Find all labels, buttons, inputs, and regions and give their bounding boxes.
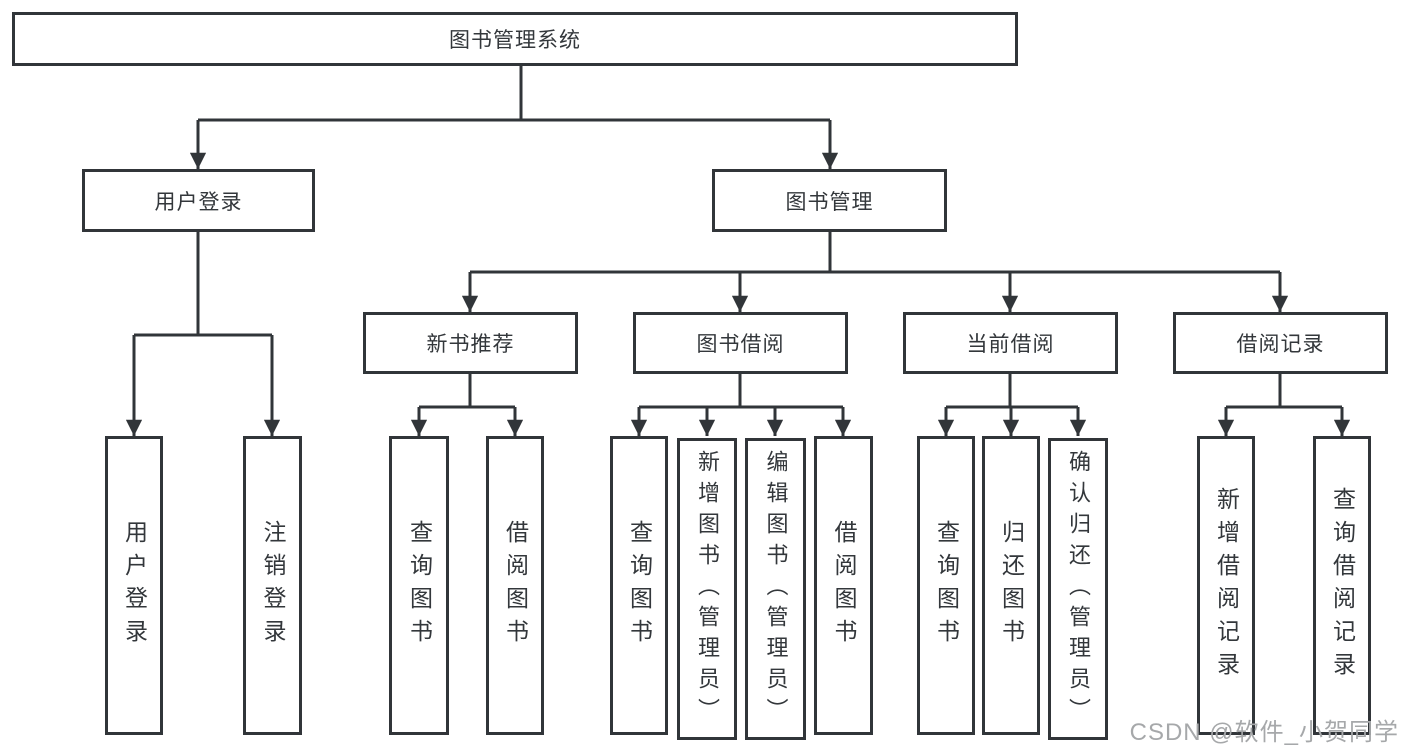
node-label: 查询图书 (933, 519, 960, 652)
node-label: 查询图书 (406, 519, 433, 652)
node-label: 当前借阅 (966, 333, 1055, 356)
node-label: 注销登录 (260, 519, 286, 652)
node-user-login-branch: 用户登录 (82, 169, 315, 232)
node-label: 借阅记录 (1236, 333, 1325, 356)
node-label: 新增图书（管理员） (695, 449, 720, 729)
node-label: 确认归还（管理员） (1066, 449, 1091, 729)
leaf-borrow-books-1: 借阅图书 (486, 436, 544, 735)
node-book-management: 图书管理 (712, 169, 947, 232)
node-current-borrow: 当前借阅 (903, 312, 1118, 374)
leaf-add-books-admin: 新增图书（管理员） (677, 438, 737, 740)
node-book-borrow: 图书借阅 (633, 312, 848, 374)
leaf-edit-books-admin: 编辑图书（管理员） (745, 438, 806, 740)
leaf-borrow-books-2: 借阅图书 (814, 436, 873, 735)
node-new-book-recommend: 新书推荐 (363, 312, 578, 374)
leaf-query-books-3: 查询图书 (917, 436, 975, 735)
leaf-query-books-1: 查询图书 (389, 436, 449, 735)
node-label: 借阅图书 (831, 519, 857, 652)
leaf-return-books: 归还图书 (982, 436, 1040, 735)
node-label: 用户登录 (121, 519, 148, 652)
node-label: 借阅图书 (502, 519, 529, 652)
node-label: 查询图书 (626, 519, 653, 652)
node-label: 图书管理系统 (449, 29, 581, 52)
node-label: 用户登录 (154, 190, 243, 214)
node-library-management-system: 图书管理系统 (12, 12, 1018, 66)
csdn-watermark: CSDN @软件_小贺同学 (1129, 719, 1399, 746)
node-label: 查询借阅记录 (1329, 486, 1356, 685)
node-label: 图书借阅 (696, 333, 785, 356)
node-label: 新增借阅记录 (1213, 486, 1240, 685)
node-label: 归还图书 (998, 519, 1025, 652)
node-label: 编辑图书（管理员） (763, 449, 789, 729)
leaf-query-borrow-record: 查询借阅记录 (1313, 436, 1371, 735)
node-borrow-record: 借阅记录 (1173, 312, 1388, 374)
leaf-confirm-return-admin: 确认归还（管理员） (1048, 438, 1108, 740)
leaf-add-borrow-record: 新增借阅记录 (1197, 436, 1255, 735)
node-label: 图书管理 (785, 190, 874, 214)
node-label: 新书推荐 (426, 333, 515, 356)
leaf-query-books-2: 查询图书 (610, 436, 668, 735)
leaf-logout: 注销登录 (243, 436, 302, 735)
leaf-user-login: 用户登录 (105, 436, 163, 735)
